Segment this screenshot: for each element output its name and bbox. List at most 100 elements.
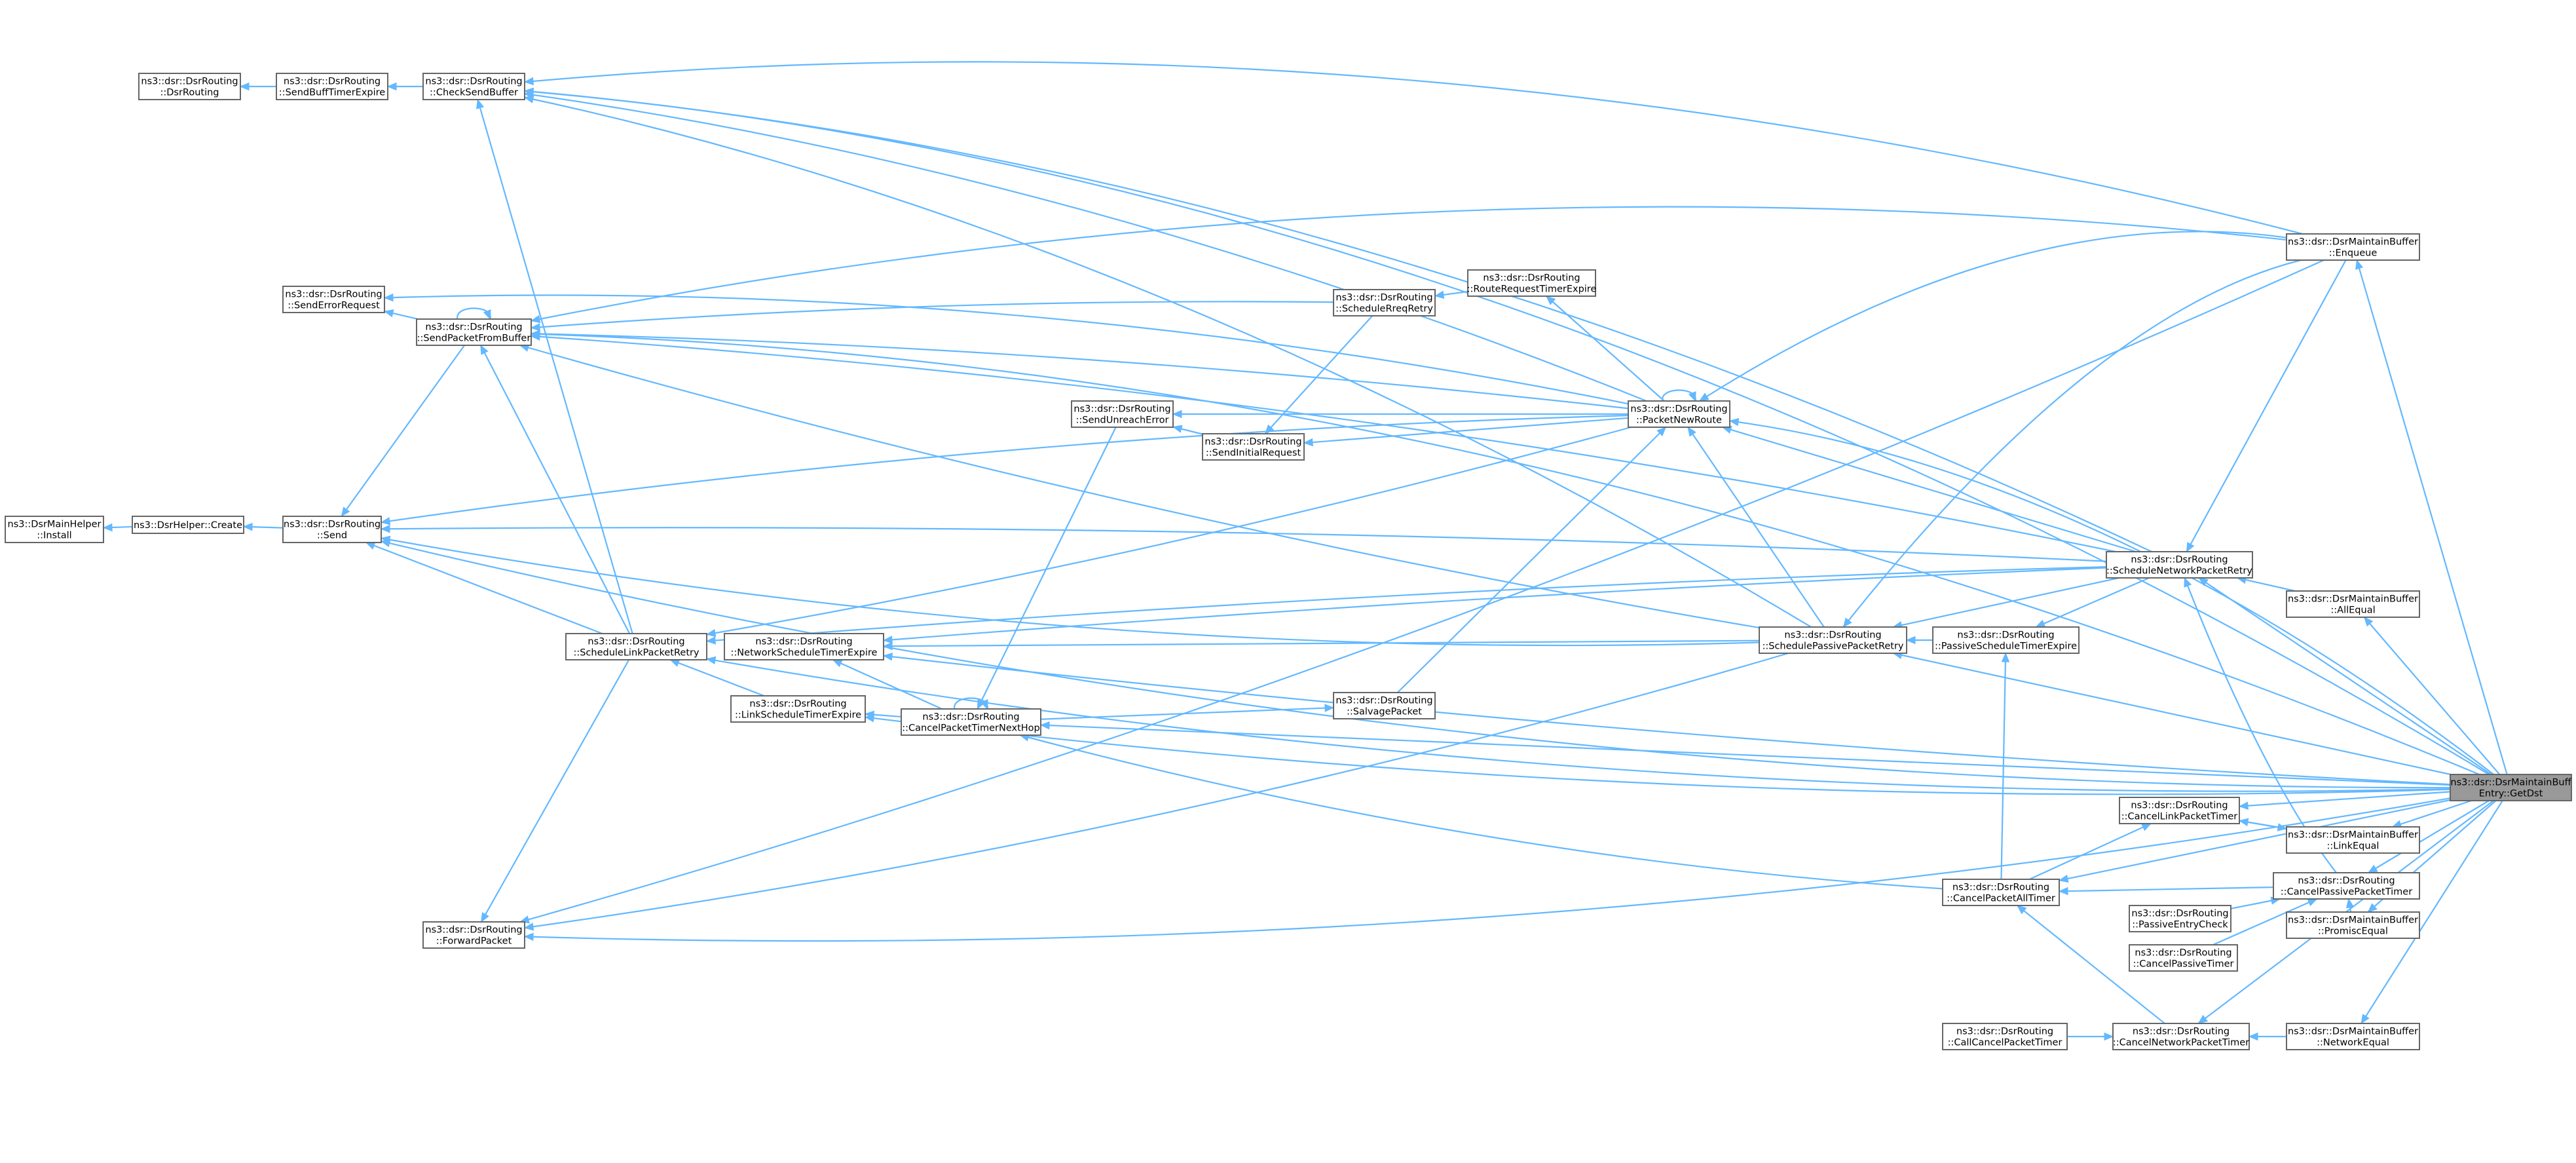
node-box[interactable] bbox=[276, 73, 388, 100]
node-box[interactable] bbox=[1333, 692, 1436, 719]
node-schedule-link-packet-retry[interactable]: ns3::dsr::DsrRouting::ScheduleLinkPacket… bbox=[565, 633, 707, 660]
node-box[interactable] bbox=[282, 516, 382, 543]
node-salvage-packet[interactable]: ns3::dsr::DsrRouting::SalvagePacket bbox=[1333, 692, 1436, 719]
node-box[interactable] bbox=[138, 73, 241, 100]
node-cancel-passive-packet-timer[interactable]: ns3::dsr::DsrRouting::CancelPassivePacke… bbox=[2273, 872, 2420, 900]
call-edge bbox=[883, 567, 2107, 641]
node-passive-entry-check[interactable]: ns3::dsr::DsrRouting::PassiveEntryCheck bbox=[2129, 905, 2231, 932]
node-label: ns3::dsr::DsrRouting bbox=[285, 290, 382, 300]
node-packet-new-route[interactable]: ns3::dsr::DsrRouting::PacketNewRoute bbox=[1628, 400, 1730, 428]
node-box[interactable] bbox=[5, 516, 104, 543]
node-box[interactable] bbox=[2129, 944, 2238, 972]
node-label: ns3::dsr::DsrRouting bbox=[425, 322, 522, 333]
node-schedule-rreq-retry[interactable]: ns3::dsr::DsrRouting::ScheduleRreqRetry bbox=[1333, 289, 1436, 316]
node-cancel-packet-all-timer[interactable]: ns3::dsr::DsrRouting::CancelPacketAllTim… bbox=[1942, 879, 2060, 906]
node-send-buff-timer-expire[interactable]: ns3::dsr::DsrRouting::SendBuffTimerExpir… bbox=[276, 73, 388, 100]
node-schedule-network-packet-retry[interactable]: ns3::dsr::DsrRouting::ScheduleNetworkPac… bbox=[2106, 551, 2253, 579]
node-box[interactable] bbox=[2273, 872, 2420, 900]
node-box[interactable] bbox=[1628, 400, 1730, 428]
node-box[interactable] bbox=[416, 318, 532, 346]
node-send[interactable]: ns3::dsr::DsrRouting::Send bbox=[282, 516, 382, 543]
call-edge bbox=[2239, 791, 2451, 807]
node-box[interactable] bbox=[2286, 826, 2420, 854]
node-send-error-request[interactable]: ns3::dsr::DsrRouting::SendErrorRequest bbox=[282, 286, 385, 313]
node-box[interactable] bbox=[1333, 289, 1436, 316]
call-edge bbox=[2029, 823, 2152, 880]
node-box[interactable] bbox=[2129, 905, 2231, 932]
call-edge bbox=[1396, 427, 1667, 693]
node-call-cancel-packet-timer[interactable]: ns3::dsr::DsrRouting::CallCancelPacketTi… bbox=[1942, 1023, 2068, 1050]
node-label: ns3::dsr::DsrRouting bbox=[284, 520, 381, 530]
node-label: ::PassiveScheduleTimerExpire bbox=[1935, 641, 2077, 652]
node-box[interactable] bbox=[2286, 233, 2420, 261]
node-box[interactable] bbox=[1202, 433, 1305, 461]
node-box[interactable] bbox=[2286, 911, 2420, 939]
node-schedule-passive-packet-retry[interactable]: ns3::dsr::DsrRouting::SchedulePassivePac… bbox=[1759, 626, 1907, 654]
node-check-send-buffer[interactable]: ns3::dsr::DsrRouting::CheckSendBuffer bbox=[422, 73, 525, 100]
call-edge bbox=[381, 540, 2451, 789]
edge-arrowhead bbox=[523, 95, 534, 104]
node-enqueue[interactable]: ns3::dsr::DsrMaintainBuffer::Enqueue bbox=[2286, 233, 2420, 261]
call-edge bbox=[520, 259, 2324, 923]
node-label: ::CancelPacketTimerNextHop bbox=[902, 723, 1040, 734]
node-box[interactable] bbox=[2112, 1023, 2250, 1050]
edge-arrowhead bbox=[1172, 410, 1182, 419]
edge-arrowhead bbox=[530, 330, 540, 339]
node-box[interactable] bbox=[1467, 269, 1596, 297]
node-box[interactable] bbox=[565, 633, 707, 660]
node-box[interactable] bbox=[1942, 1023, 2068, 1050]
node-network-equal[interactable]: ns3::dsr::DsrMaintainBuffer::NetworkEqua… bbox=[2286, 1023, 2420, 1050]
node-create[interactable]: ns3::DsrHelper::Create bbox=[132, 516, 244, 534]
node-box[interactable] bbox=[1759, 626, 1907, 654]
node-box[interactable] bbox=[282, 286, 385, 313]
node-cancel-packet-timer-next-hop[interactable]: ns3::dsr::DsrRouting::CancelPacketTimerN… bbox=[901, 708, 1041, 736]
node-cancel-network-packet-timer[interactable]: ns3::dsr::DsrRouting::CancelNetworkPacke… bbox=[2112, 1023, 2250, 1050]
node-all-equal[interactable]: ns3::dsr::DsrMaintainBuffer::AllEqual bbox=[2286, 590, 2420, 618]
edge-arrowhead bbox=[1656, 427, 1667, 436]
node-box[interactable] bbox=[730, 695, 866, 723]
node-link-schedule-timer-expire[interactable]: ns3::dsr::DsrRouting::LinkScheduleTimerE… bbox=[730, 695, 866, 723]
node-passive-schedule-timer-expire[interactable]: ns3::dsr::DsrRouting::PassiveScheduleTim… bbox=[1932, 626, 2080, 654]
node-cancel-passive-timer[interactable]: ns3::dsr::DsrRouting::CancelPassiveTimer bbox=[2129, 944, 2238, 972]
node-forward-packet[interactable]: ns3::dsr::DsrRouting::ForwardPacket bbox=[422, 921, 525, 949]
node-box[interactable] bbox=[2450, 774, 2572, 801]
node-send-unreach-error[interactable]: ns3::dsr::DsrRouting::SendUnreachError bbox=[1071, 400, 1174, 428]
node-label: ::PassiveEntryCheck bbox=[2132, 920, 2228, 930]
node-cancel-link-packet-timer[interactable]: ns3::dsr::DsrRouting::CancelLinkPacketTi… bbox=[2119, 797, 2240, 824]
edge-arrowhead bbox=[2035, 619, 2046, 628]
call-edge bbox=[670, 658, 764, 697]
node-box[interactable] bbox=[422, 73, 525, 100]
node-send-initial-request[interactable]: ns3::dsr::DsrRouting::SendInitialRequest bbox=[1202, 433, 1305, 461]
node-box[interactable] bbox=[901, 708, 1041, 736]
edge-arrowhead bbox=[1324, 704, 1335, 712]
node-box[interactable] bbox=[2286, 590, 2420, 618]
node-box[interactable] bbox=[724, 633, 884, 660]
edge-arrowhead bbox=[523, 932, 534, 942]
node-box[interactable] bbox=[1932, 626, 2080, 654]
node-box[interactable] bbox=[2286, 1023, 2420, 1050]
call-edge bbox=[524, 96, 1812, 628]
node-promisc-equal[interactable]: ns3::dsr::DsrMaintainBuffer::PromiscEqua… bbox=[2286, 911, 2420, 939]
edge-arrowhead bbox=[2367, 903, 2378, 913]
node-box[interactable] bbox=[1071, 400, 1174, 428]
call-edge bbox=[524, 61, 2303, 235]
node-box[interactable] bbox=[132, 516, 244, 534]
call-edge bbox=[381, 415, 1629, 524]
node-box[interactable] bbox=[2106, 551, 2253, 579]
node-send-packet-from-buffer[interactable]: ns3::dsr::DsrRouting::SendPacketFromBuff… bbox=[416, 318, 532, 346]
node-box[interactable] bbox=[2119, 797, 2240, 824]
node-install[interactable]: ns3::DsrMainHelper::Install bbox=[5, 516, 104, 543]
edge-arrowhead bbox=[2016, 905, 2027, 915]
node-box[interactable] bbox=[1942, 879, 2060, 906]
node-label: ns3::dsr::DsrRouting bbox=[1956, 1027, 2053, 1037]
node-box[interactable] bbox=[422, 921, 525, 949]
node-link-equal[interactable]: ns3::dsr::DsrMaintainBuffer::LinkEqual bbox=[2286, 826, 2420, 854]
edge-arrowhead bbox=[2001, 652, 2010, 662]
node-label: ns3::dsr::DsrRouting bbox=[2131, 801, 2228, 811]
call-edge bbox=[1842, 259, 2302, 628]
node-network-schedule-timer-expire[interactable]: ns3::dsr::DsrRouting::NetworkScheduleTim… bbox=[724, 633, 884, 660]
node-dsr-routing-ctor[interactable]: ns3::dsr::DsrRouting::DsrRouting bbox=[138, 73, 241, 100]
node-route-request-timer-expire[interactable]: ns3::dsr::DsrRouting::RouteRequestTimerE… bbox=[1467, 269, 1597, 297]
node-label: ::CancelPassivePacketTimer bbox=[2281, 887, 2412, 898]
